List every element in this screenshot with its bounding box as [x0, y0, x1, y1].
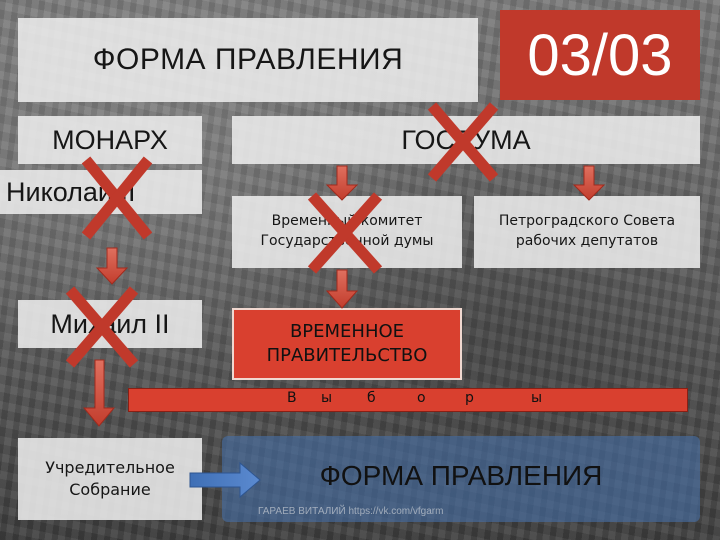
page-title: ФОРМА ПРАВЛЕНИЯ — [18, 18, 478, 102]
x-cross-icon — [81, 156, 153, 240]
constituent-assembly-line1: Учредительное — [45, 458, 175, 478]
elections-letter: о — [417, 390, 426, 406]
petrograd-soviet-line1: Петроградского Совета — [498, 213, 676, 230]
arrow-down-icon — [82, 359, 116, 427]
provisional-government-line2: ПРАВИТЕЛЬСТВО — [266, 345, 428, 366]
author-watermark: ГАРАЕВ ВИТАЛИЙ https://vk.com/vfgarm — [258, 506, 444, 517]
provisional-government-line1: ВРЕМЕННОЕ — [289, 320, 405, 342]
petrograd-soviet-box: Петроградского Совета рабочих депутатов — [474, 196, 700, 268]
constituent-assembly-box: Учредительное Собрание — [18, 438, 202, 520]
result-title: ФОРМА ПРАВЛЕНИЯ — [319, 460, 603, 491]
monarch-label: МОНАРХ — [52, 124, 168, 155]
arrow-down-icon — [325, 269, 359, 309]
arrow-down-icon — [95, 247, 129, 285]
page-title-text: ФОРМА ПРАВЛЕНИЯ — [92, 43, 404, 76]
monarch-box: МОНАРХ — [18, 116, 202, 164]
elections-bar: В ы б о р ы — [128, 388, 688, 412]
provisional-government-box: ВРЕМЕННОЕ ПРАВИТЕЛЬСТВО — [232, 308, 462, 380]
provisional-committee-line1: Временный комитет — [271, 213, 423, 230]
elections-letter: ы — [531, 390, 543, 406]
x-cross-icon — [307, 192, 383, 274]
result-box: ФОРМА ПРАВЛЕНИЯ — [222, 436, 700, 522]
x-cross-icon — [65, 286, 139, 368]
elections-letter: В — [287, 390, 297, 406]
elections-letter: р — [465, 390, 474, 406]
slide-counter-text: 03/03 — [527, 22, 673, 88]
arrow-down-icon — [572, 165, 606, 201]
petrograd-soviet-line2: рабочих депутатов — [515, 233, 659, 249]
x-cross-icon — [427, 102, 499, 182]
arrow-down-icon — [325, 165, 359, 201]
elections-letter: б — [367, 390, 376, 406]
slide-counter-badge: 03/03 — [500, 10, 700, 100]
arrow-right-icon — [189, 461, 261, 499]
constituent-assembly-line2: Собрание — [69, 480, 151, 499]
elections-letter: ы — [321, 390, 333, 406]
